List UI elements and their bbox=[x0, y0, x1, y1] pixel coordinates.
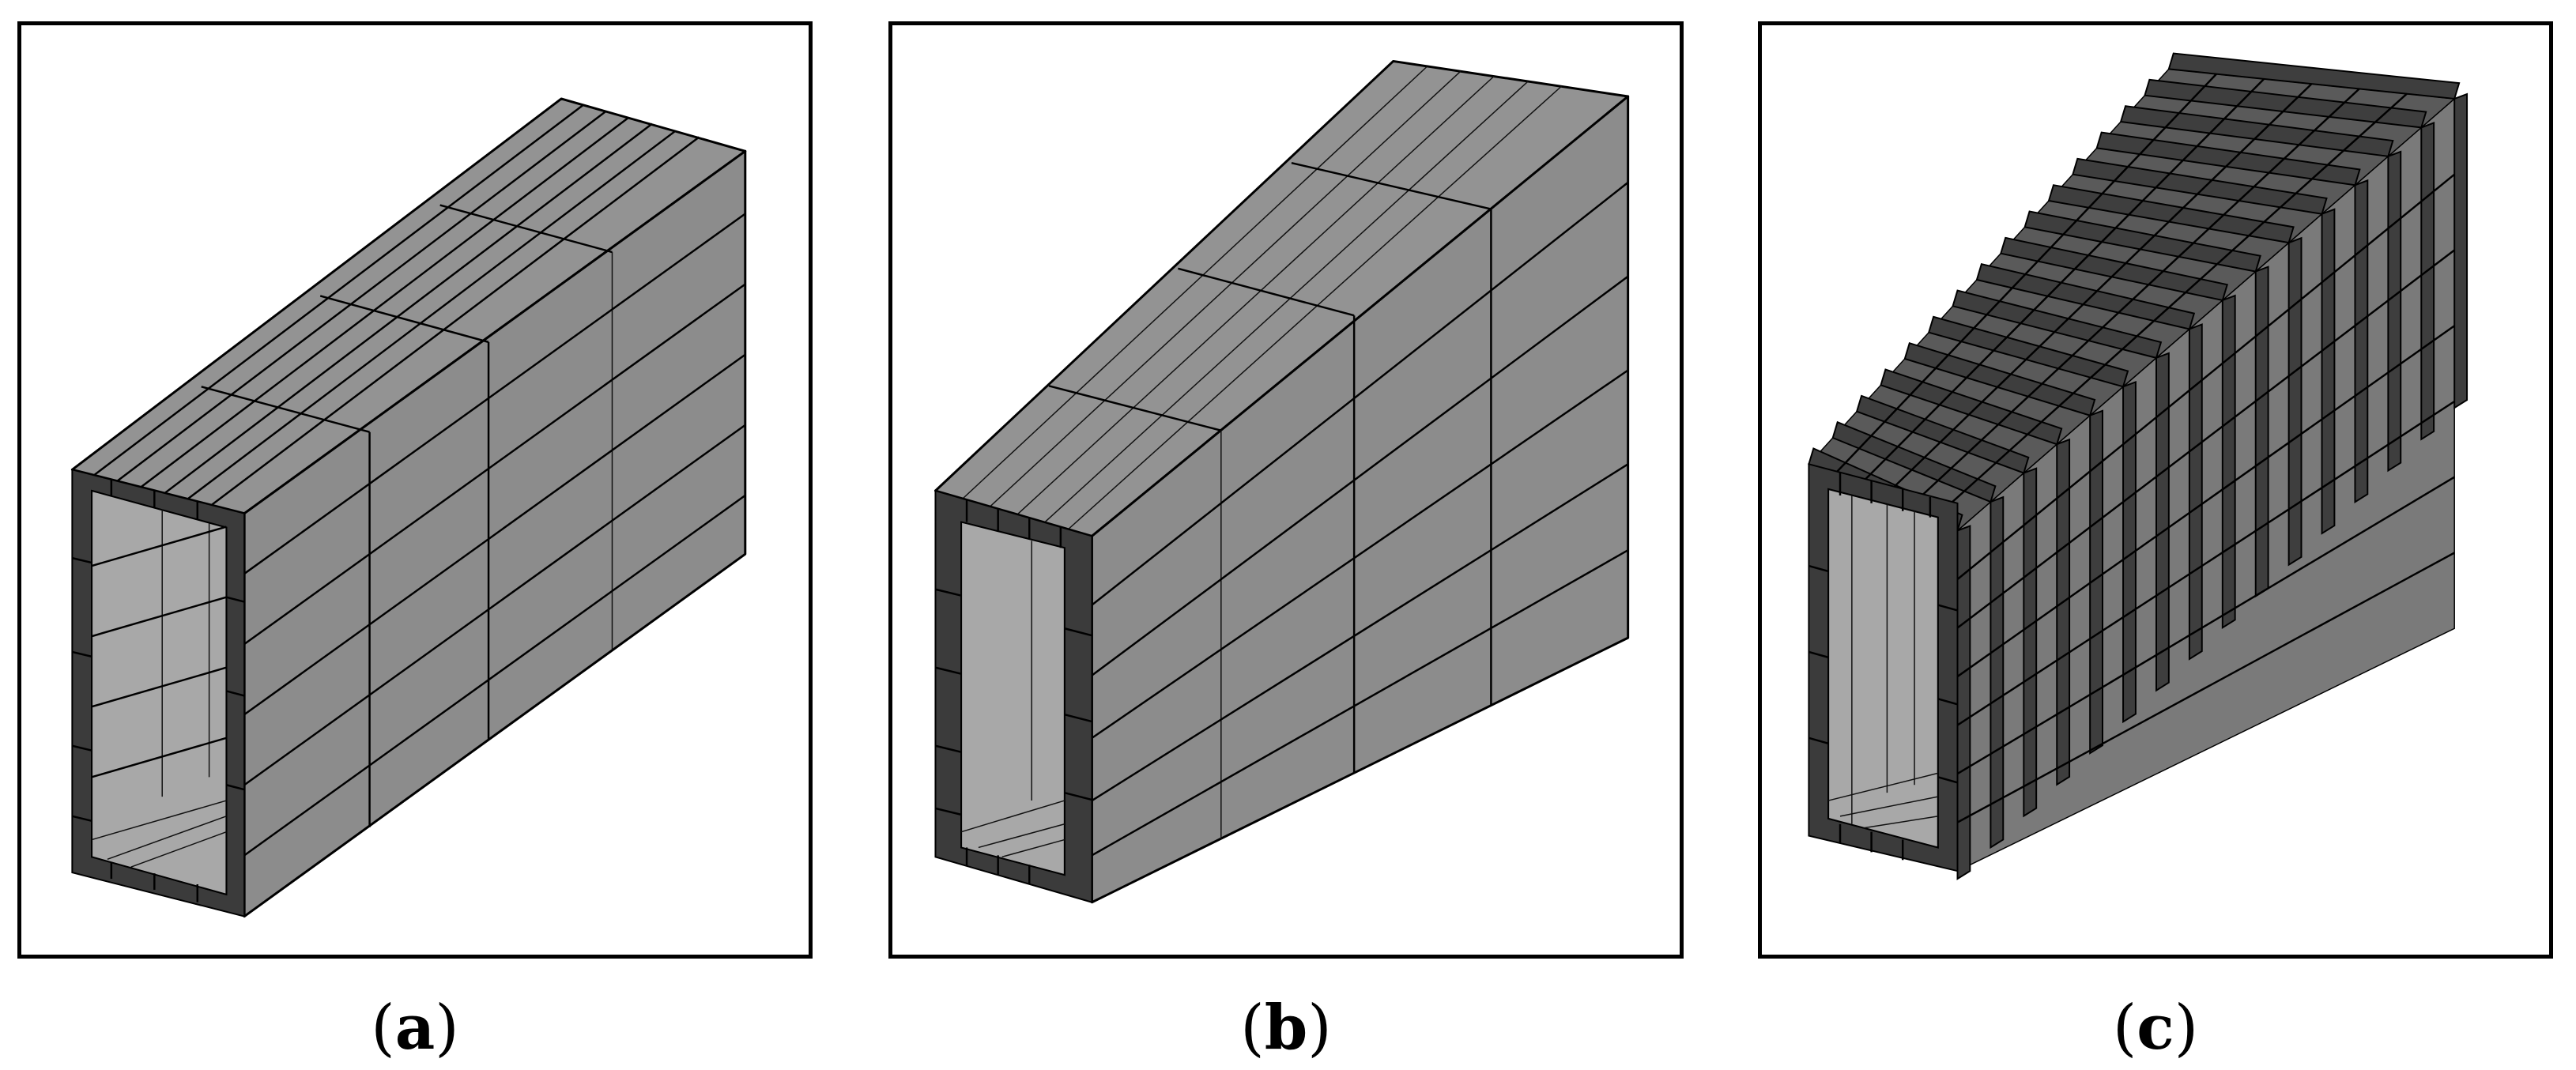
top-face-lines bbox=[962, 66, 1562, 530]
top-stiffener bbox=[1858, 78, 2265, 488]
wall-segment-ticks bbox=[1808, 472, 1958, 861]
inner-void-lines bbox=[1827, 495, 1938, 829]
box-girder-straight-diagram bbox=[70, 97, 747, 918]
longitudinal-stiffener bbox=[1956, 400, 2455, 726]
inner-void bbox=[1827, 488, 1939, 849]
panel-c-frame bbox=[1758, 21, 2553, 959]
panel-b-frame bbox=[888, 21, 1684, 959]
inner-void-lines bbox=[91, 509, 227, 868]
side-rib bbox=[2056, 438, 2071, 786]
caption-b: (b) bbox=[1240, 992, 1332, 1064]
side-rib bbox=[1990, 495, 2005, 850]
caption-a: (a) bbox=[371, 992, 459, 1064]
side-rib bbox=[2321, 208, 2336, 535]
side-face-lines bbox=[1091, 181, 1629, 857]
side-rib bbox=[2420, 122, 2435, 441]
inner-void-lines bbox=[960, 541, 1065, 858]
inner-void bbox=[960, 521, 1065, 876]
top-stiffener bbox=[1832, 73, 2217, 477]
top-stiffener bbox=[1882, 83, 2313, 499]
wall-segment-ticks bbox=[935, 499, 1092, 884]
top-stiffener bbox=[1932, 92, 2408, 521]
longitudinal-stiffener bbox=[1956, 173, 2455, 580]
side-rib bbox=[2387, 150, 2402, 473]
side-rib bbox=[2453, 92, 2469, 409]
side-rib bbox=[2155, 352, 2170, 692]
longitudinal-stiffener bbox=[1956, 325, 2455, 678]
panel-a-frame bbox=[17, 21, 813, 959]
side-rib bbox=[2122, 380, 2137, 724]
caption-c: (c) bbox=[2112, 992, 2199, 1064]
top-face-lines bbox=[93, 104, 700, 507]
side-rib bbox=[2221, 294, 2236, 629]
top-rib bbox=[2167, 52, 2461, 100]
side-rib bbox=[2089, 409, 2103, 755]
side-rib bbox=[2287, 236, 2303, 567]
side-rib bbox=[2354, 179, 2369, 504]
side-rib bbox=[2188, 323, 2203, 661]
box-girder-stiffened-diagram bbox=[1808, 52, 2469, 880]
side-rib bbox=[2254, 266, 2269, 598]
transverse-ribs bbox=[1808, 52, 2469, 880]
longitudinal-stiffener bbox=[1956, 476, 2455, 775]
side-face-lines bbox=[243, 213, 746, 857]
longitudinal-stiffener bbox=[1956, 249, 2455, 629]
wall-segment-ticks bbox=[72, 480, 245, 902]
top-stiffener bbox=[1907, 88, 2360, 510]
inner-void bbox=[91, 489, 228, 896]
box-girder-tapered-diagram bbox=[933, 59, 1630, 904]
longitudinal-stiffener bbox=[1956, 552, 2455, 823]
